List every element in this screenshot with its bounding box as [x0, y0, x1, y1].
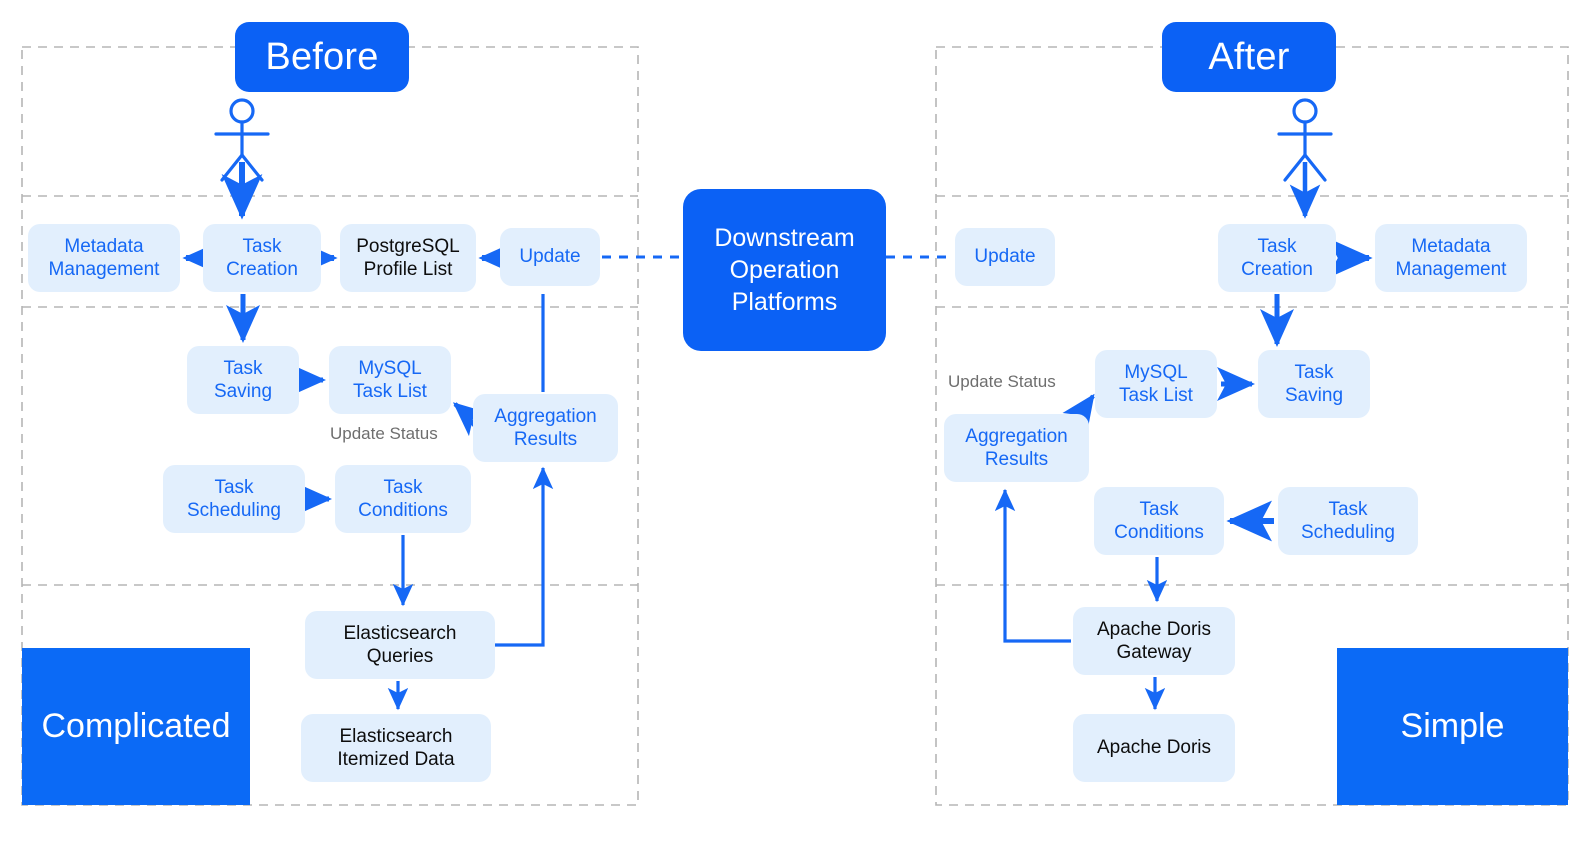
verdict-complicated: Complicated [22, 648, 250, 805]
node-a-cond: Task Conditions [1094, 487, 1224, 555]
node-a-sched: Task Scheduling [1278, 487, 1418, 555]
node-b-postgres: PostgreSQL Profile List [340, 224, 476, 292]
node-a-tasksave: Task Saving [1258, 350, 1370, 418]
node-label: PostgreSQL Profile List [356, 235, 460, 280]
node-label: Metadata Management [1395, 235, 1507, 280]
node-label: Task Creation [1241, 235, 1313, 280]
node-b-sched: Task Scheduling [163, 465, 305, 533]
node-label: Aggregation Results [965, 425, 1068, 470]
node-a-update: Update [955, 228, 1055, 286]
node-a-agg: Aggregation Results [944, 414, 1089, 482]
node-label: Task Scheduling [186, 476, 282, 521]
node-label: Update [519, 246, 581, 268]
verdict-simple: Simple [1337, 648, 1568, 805]
node-label: Task Scheduling [1300, 498, 1396, 543]
node-label: Apache Doris [1096, 737, 1212, 759]
node-label: Update [974, 246, 1036, 268]
node-a-taskcreate: Task Creation [1218, 224, 1336, 292]
node-label: Task Saving [1284, 361, 1344, 406]
actor-after [1277, 98, 1333, 182]
node-a-gateway: Apache Doris Gateway [1073, 607, 1235, 675]
node-b-esq: Elasticsearch Queries [305, 611, 495, 679]
node-a-doris: Apache Doris [1073, 714, 1235, 782]
node-label: Elasticsearch Queries [343, 622, 457, 667]
arrow-esqueries-to-aggregation [495, 466, 554, 647]
header-before: Before [235, 22, 409, 92]
node-b-agg: Aggregation Results [473, 394, 618, 462]
node-b-update: Update [500, 228, 600, 286]
node-b-metadata: Metadata Management [28, 224, 180, 292]
header-after: After [1162, 22, 1336, 92]
node-b-mysql: MySQL Task List [329, 346, 451, 414]
node-b-esd: Elasticsearch Itemized Data [301, 714, 491, 782]
node-label: Task Creation [226, 235, 298, 280]
status-label-before: Update Status [330, 424, 438, 443]
node-b-tasksave: Task Saving [187, 346, 299, 414]
node-label: MySQL Task List [353, 357, 427, 402]
arrow-gateway-to-aggregation [994, 488, 1071, 643]
node-b-cond: Task Conditions [335, 465, 471, 533]
node-a-mysql: MySQL Task List [1095, 350, 1217, 418]
node-label: Elasticsearch Itemized Data [337, 725, 455, 770]
node-label: Task Conditions [358, 476, 448, 521]
actor-before [214, 98, 270, 182]
node-label: Metadata Management [48, 235, 160, 280]
downstream-operation-platforms-box: Downstream Operation Platforms [683, 189, 886, 351]
node-label: Aggregation Results [494, 405, 597, 450]
node-label: MySQL Task List [1119, 361, 1193, 406]
status-label-after: Update Status [948, 372, 1056, 391]
node-label: Task Saving [213, 357, 273, 402]
node-a-metadata: Metadata Management [1375, 224, 1527, 292]
node-label: Apache Doris Gateway [1096, 618, 1212, 663]
node-b-taskcreate: Task Creation [203, 224, 321, 292]
node-label: Task Conditions [1114, 498, 1204, 543]
